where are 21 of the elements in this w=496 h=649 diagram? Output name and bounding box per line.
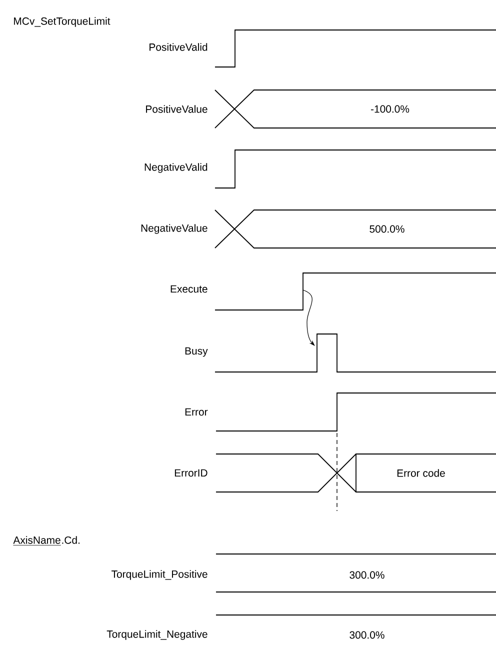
arrow — [302, 290, 315, 346]
signal-name: ErrorID — [174, 469, 208, 477]
signal-name: PositiveValue — [146, 105, 208, 113]
value-text: 300.0% — [350, 631, 384, 639]
signal-name: NegativeValue — [141, 224, 208, 234]
signal-name: NegativeValid — [144, 163, 208, 173]
value-text: 500.0% — [370, 225, 404, 233]
signal-waveform — [214, 272, 496, 310]
signal-waveform — [214, 334, 496, 372]
value-text: -100.0% — [370, 105, 410, 113]
signal-name: Execute — [170, 285, 208, 293]
signal-name: Error — [185, 408, 208, 416]
value-text: 300.0% — [350, 571, 384, 579]
signal-name: TorqueLimit_Negative — [106, 630, 208, 640]
signal-name: Busy — [185, 347, 208, 357]
value-text: Error code — [397, 469, 445, 477]
signal-name: PositiveValid — [150, 43, 208, 51]
signal-name: TorqueLimit_Positive — [112, 570, 208, 580]
block-name: MCv_SetTorqueLimit — [14, 17, 110, 27]
structure-name: AxisName — [13, 536, 62, 546]
structure-name: .Cd. — [62, 536, 80, 544]
